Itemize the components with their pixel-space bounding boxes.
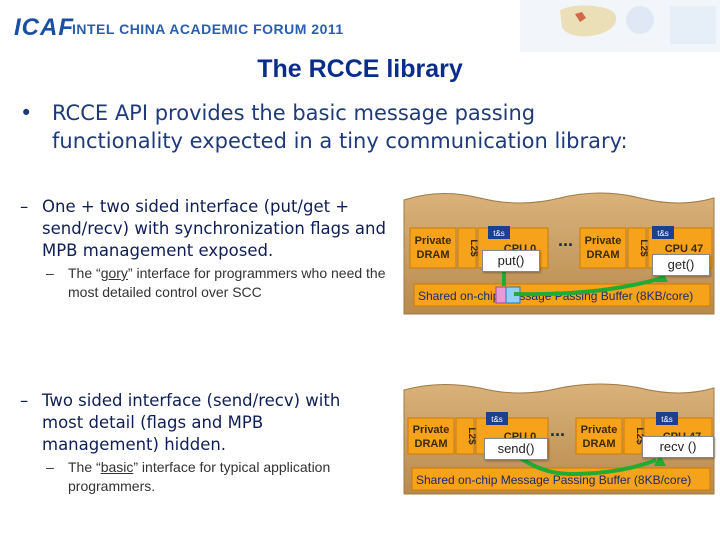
svg-text:L2$: L2$ — [634, 427, 645, 445]
gory-point-text: One + two sided interface (put/get + sen… — [42, 197, 386, 260]
l2-cache-left — [455, 417, 475, 455]
svg-text:DRAM: DRAM — [583, 438, 616, 450]
slide-title: The RCCE library — [257, 55, 463, 83]
forum-name: INTEL CHINA ACADEMIC FORUM 2011 — [72, 21, 344, 37]
bullet-dot: • — [20, 101, 33, 125]
svg-text:L2$: L2$ — [466, 427, 477, 445]
private-dram-right — [579, 227, 627, 269]
svg-text:Private: Private — [585, 235, 622, 247]
svg-text:t&s: t&s — [491, 415, 503, 424]
send-recv-arrow — [510, 450, 657, 477]
recv-call-label: recv () — [642, 436, 714, 458]
svg-text:t&s: t&s — [657, 229, 669, 238]
private-dram-left — [407, 417, 455, 455]
svg-text:t&s: t&s — [493, 229, 505, 238]
send-call-label: send() — [484, 438, 548, 460]
main-bullet: • RCCE API provides the basic message pa… — [20, 99, 630, 155]
tas-right — [656, 412, 678, 425]
gory-subpoint: – The “gory” interface for programmers w… — [46, 264, 396, 302]
l2-cache-left — [457, 227, 477, 269]
cores-ellipsis: ... — [558, 230, 573, 250]
basic-point-text: Two sided interface (send/recv) with mos… — [42, 391, 341, 454]
svg-text:DRAM: DRAM — [415, 438, 448, 450]
l2-cache-right — [627, 227, 647, 269]
icaf-logo: ICAF — [14, 14, 74, 41]
gory-subpoint-text: The “gory” interface for programmers who… — [68, 265, 386, 300]
basic-subpoint-text: The “basic” interface for typical applic… — [68, 459, 331, 494]
svg-text:t&s: t&s — [661, 415, 673, 424]
mpb-slot-pink — [495, 286, 507, 304]
get-call-label: get() — [652, 254, 710, 276]
basic-point: – Two sided interface (send/recv) with m… — [20, 390, 380, 456]
mpb-label: Shared on-chip Message Passing Buffer (8… — [418, 289, 693, 303]
gory-point: – One + two sided interface (put/get + s… — [20, 196, 390, 262]
put-call-label: put() — [482, 250, 540, 272]
tas-right — [652, 226, 674, 239]
svg-text:DRAM: DRAM — [587, 249, 620, 261]
cpu-right-label: CPU 47 — [665, 243, 704, 255]
banner-map-art — [520, 0, 720, 52]
l2-label-left: L2$ — [468, 239, 479, 257]
get-arrow — [513, 276, 663, 297]
svg-text:Private: Private — [413, 424, 450, 436]
svg-text:DRAM: DRAM — [417, 249, 450, 261]
private-dram-left — [409, 227, 457, 269]
mpb-bar — [411, 467, 711, 491]
svg-text:L2$: L2$ — [638, 239, 649, 257]
diagram-gory: Private DRAM L2$ CPU 0 t&s ... Private D… — [403, 192, 715, 315]
mpb-label: Shared on-chip Message Passing Buffer (8… — [416, 473, 691, 487]
cores-ellipsis: ... — [550, 420, 565, 440]
private-dram-right — [575, 417, 623, 455]
tas-left — [486, 412, 508, 425]
main-bullet-text: RCCE API provides the basic message pass… — [52, 101, 628, 153]
basic-subpoint: – The “basic” interface for typical appl… — [46, 458, 376, 496]
private-dram-left-label: Private — [415, 235, 452, 247]
svg-text:Private: Private — [581, 424, 618, 436]
header-banner: ICAF INTEL CHINA ACADEMIC FORUM 2011 — [0, 0, 720, 52]
tas-left — [488, 226, 510, 239]
